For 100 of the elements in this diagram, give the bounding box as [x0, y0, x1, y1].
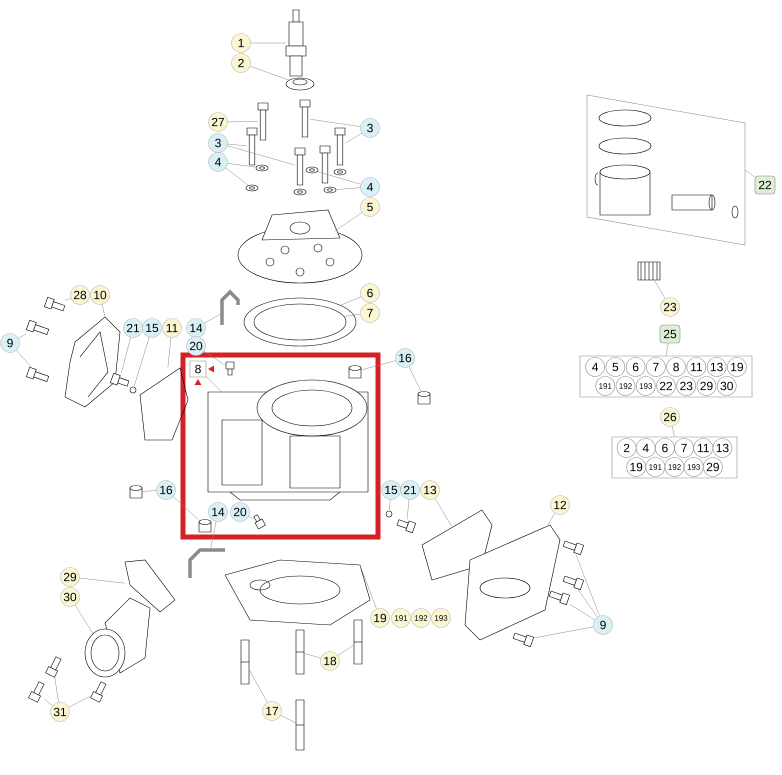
callout-number: 15 — [381, 480, 401, 500]
leader-line — [250, 42, 286, 44]
bolt — [562, 576, 584, 590]
leader-line — [249, 670, 268, 703]
side-cover — [464, 524, 560, 640]
washer — [306, 166, 318, 174]
leader-line — [406, 500, 410, 520]
bolt — [110, 372, 130, 387]
bolt — [90, 681, 106, 703]
leader-line — [227, 163, 256, 168]
bolt — [396, 519, 416, 534]
leader-line — [317, 171, 361, 184]
spark-plug — [286, 10, 306, 76]
callout-number: 3 — [360, 118, 380, 138]
seal-washer — [286, 78, 314, 90]
needle-bearing — [638, 262, 660, 280]
gasket — [124, 560, 176, 612]
bolt — [246, 128, 258, 166]
leader-line — [745, 170, 755, 178]
bolt — [26, 366, 50, 382]
washer — [246, 184, 258, 192]
bolt — [512, 632, 534, 648]
bolt — [562, 540, 584, 556]
leader-line — [134, 337, 150, 388]
callout-number: 9 — [0, 333, 20, 353]
gasket — [140, 368, 188, 440]
leader-line — [206, 376, 222, 392]
callout-number: 3 — [208, 133, 228, 153]
washer — [256, 164, 268, 172]
callout-number: 17 — [262, 701, 282, 721]
leader-line — [172, 496, 199, 520]
callout-number: 2 — [616, 438, 636, 458]
leader-line — [64, 298, 72, 301]
bolt — [45, 656, 62, 678]
callout-number: 4 — [208, 152, 228, 172]
leader-line — [672, 426, 675, 437]
leader-line — [210, 521, 216, 548]
callout-number: 19 — [370, 608, 390, 628]
callout-number: 7 — [360, 303, 380, 323]
callout-number: 16 — [395, 348, 415, 368]
nut — [348, 365, 362, 378]
washer — [386, 510, 392, 518]
callout-number: 13 — [420, 480, 440, 500]
leader-line — [570, 604, 595, 620]
part-group-frame — [586, 94, 746, 246]
callout-number: 10 — [90, 285, 110, 305]
leader-line — [228, 121, 258, 122]
callout-number: 9 — [593, 615, 613, 635]
callout-number: 29 — [703, 457, 723, 477]
callout-number: 6 — [655, 438, 675, 458]
callout-number: 21 — [400, 480, 420, 500]
leader-line — [168, 338, 172, 368]
leader-line — [336, 187, 360, 190]
hose — [188, 548, 225, 578]
leader-line — [80, 578, 125, 584]
washer — [130, 386, 136, 394]
callout-number: 30 — [60, 587, 80, 607]
leader-line — [44, 698, 53, 706]
leader-line — [250, 66, 290, 80]
leader-line — [228, 144, 247, 146]
callout-number: 5 — [360, 197, 380, 217]
callout-number: 23 — [660, 297, 680, 317]
fitting — [226, 362, 234, 376]
leader-line — [578, 590, 598, 618]
callout-number: 19 — [626, 457, 646, 477]
callout-number: 5 — [606, 357, 626, 377]
callout-number: 20 — [230, 502, 250, 522]
callout-number: 4 — [585, 357, 605, 377]
leader-line — [310, 119, 361, 127]
gasket — [422, 510, 492, 580]
leader-line — [666, 343, 669, 356]
side-cover — [64, 316, 120, 408]
kit-box — [580, 356, 752, 398]
callout-number: 31 — [50, 702, 70, 722]
callout-number: 22 — [754, 176, 776, 194]
leader-line — [534, 626, 594, 638]
gasket — [224, 560, 370, 626]
bolt — [258, 102, 268, 140]
callout-number: 11 — [693, 438, 714, 458]
leader-line — [68, 696, 90, 708]
kit-box — [612, 436, 738, 478]
head-gasket — [244, 298, 356, 346]
callout-number: 7 — [674, 438, 694, 458]
leader-line — [204, 314, 220, 324]
leader-line — [654, 280, 666, 299]
leader-line — [227, 145, 295, 166]
callout-number: 4 — [360, 177, 380, 197]
bolt — [28, 681, 44, 703]
bolt — [294, 148, 306, 186]
callout-number: 6 — [360, 283, 380, 303]
dowel-pin — [240, 640, 250, 684]
nut — [198, 519, 212, 532]
callout-number: 21 — [123, 318, 143, 338]
callout-number: 11 — [162, 318, 182, 338]
leader-line — [16, 350, 32, 368]
callout-number: 23 — [676, 376, 696, 396]
callout-number: 11 — [686, 357, 706, 377]
leader-line — [408, 366, 422, 392]
leader-line — [248, 516, 254, 520]
leader-line — [344, 314, 361, 317]
